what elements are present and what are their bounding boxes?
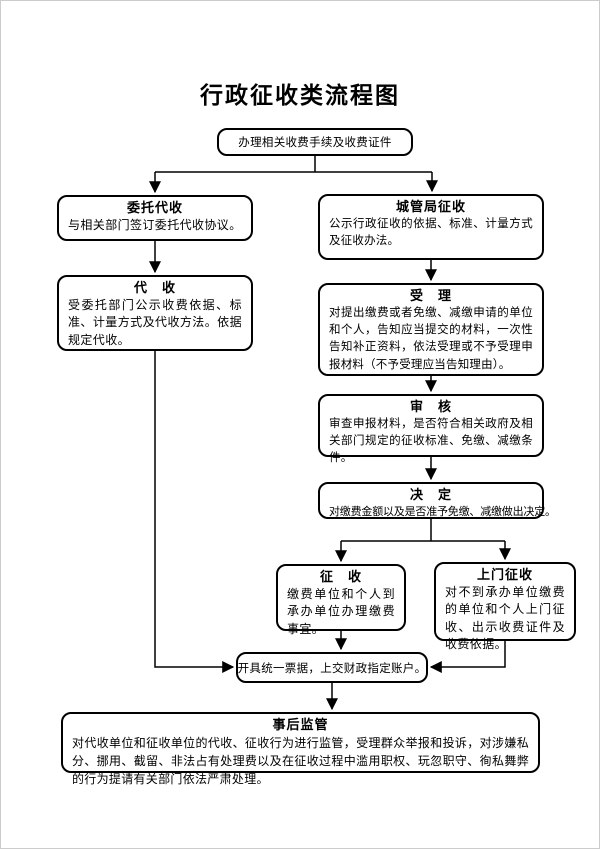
node-decide-title: 决 定: [409, 487, 452, 502]
node-collect-title: 征 收: [319, 569, 362, 584]
node-start-label: 办理相关收费手续及收费证件: [238, 137, 392, 149]
node-agent-collect-body: 受委托部门公示收费依据、标准、计量方式及代收方法。依据规定代收。: [68, 297, 242, 347]
node-decide: 决 定 对缴费金额以及是否准予免缴、减缴做出决定。: [318, 482, 556, 519]
node-collect: 征 收 缴费单位和个人到承办单位办理缴费事宜。: [276, 564, 406, 636]
node-entrust-collect-body: 与相关部门签订委托代收协议。: [68, 217, 242, 232]
node-accept-body: 对提出缴费或者免缴、减缴申请的单位和个人，告知应当提交的材料，一次性告知补正资料…: [329, 306, 533, 371]
node-door-collect: 上门征收 对不到承办单位缴费的单位和个人上门征收、出示收费证件及收费依据。: [434, 562, 576, 651]
node-door-collect-title: 上门征收: [476, 567, 533, 582]
node-collect-body: 缴费单位和个人到承办单位办理缴费事宜。: [287, 586, 395, 636]
node-review-body: 审查申报材料，是否符合相关政府及相关部门规定的征收标准、免缴、减缴条件。: [329, 417, 533, 465]
node-supervision: 事后监管 对代收单位和征收单位的代收、征收行为进行监管，受理群众举报和投诉，对涉…: [61, 712, 540, 786]
node-review: 审 核 审查申报材料，是否符合相关政府及相关部门规定的征收标准、免缴、减缴条件。: [318, 394, 544, 464]
node-supervision-body: 对代收单位和征收单位的代收、征收行为进行监管，受理群众举报和投诉，对涉嫌私分、挪…: [72, 735, 529, 786]
node-agent-collect-title: 代 收: [133, 280, 176, 295]
node-bureau-collection-body: 公示行政征收的依据、标准、计量方式及征收办法。: [329, 217, 533, 248]
node-entrust-collect-title: 委托代收: [126, 200, 183, 215]
page-title: 行政征收类流程图: [200, 83, 400, 108]
node-bureau-collection-title: 城管局征收: [395, 199, 466, 214]
node-entrust-collect: 委托代收 与相关部门签订委托代收协议。: [57, 195, 253, 241]
node-decide-body: 对缴费金额以及是否准予免缴、减缴做出决定。: [329, 505, 556, 518]
node-invoice-label: 开具统一票据，上交财政指定账户。: [237, 662, 427, 675]
node-invoice: 开具统一票据，上交财政指定账户。: [236, 652, 428, 683]
node-door-collect-body: 对不到承办单位缴费的单位和个人上门征收、出示收费证件及收费依据。: [445, 584, 565, 652]
node-bureau-collection: 城管局征收 公示行政征收的依据、标准、计量方式及征收办法。: [318, 194, 544, 260]
node-accept-title: 受 理: [409, 288, 452, 303]
node-agent-collect: 代 收 受委托部门公示收费依据、标准、计量方式及代收方法。依据规定代收。: [57, 275, 253, 351]
node-supervision-title: 事后监管: [272, 717, 329, 732]
node-accept: 受 理 对提出缴费或者免缴、减缴申请的单位和个人，告知应当提交的材料，一次性告知…: [318, 283, 544, 376]
node-review-title: 审 核: [409, 399, 452, 414]
node-start: 办理相关收费手续及收费证件: [217, 128, 413, 156]
